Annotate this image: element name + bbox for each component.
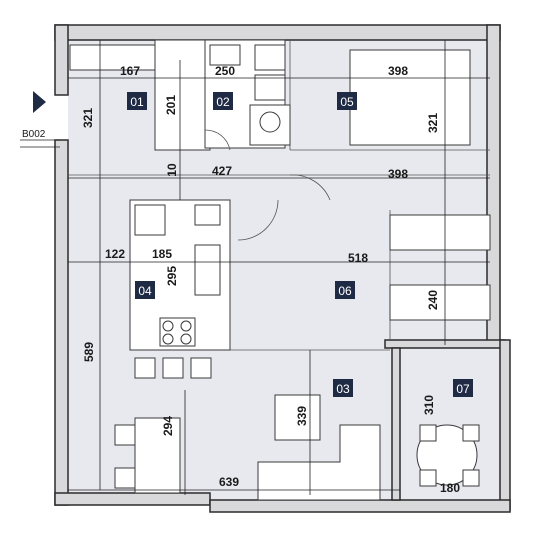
dimension-label: 310: [422, 395, 436, 415]
armchair: [274, 394, 321, 441]
room-label-box: [337, 92, 357, 110]
dimension-label: 180: [440, 481, 460, 495]
room-label-05: 05: [337, 92, 357, 110]
room-label-07: 07: [453, 379, 473, 397]
room-label-box: [135, 281, 155, 299]
shower-drain-icon: [259, 111, 281, 133]
sink: [194, 244, 221, 296]
bedside-table: [254, 44, 286, 71]
terrace-chair: [462, 424, 480, 442]
room-label-02: 02: [213, 92, 233, 110]
washbasin: [209, 44, 241, 66]
furniture: [69, 44, 491, 501]
dimension-label: 201: [164, 95, 178, 115]
room-number: 03: [336, 382, 350, 396]
terrace-chair: [419, 469, 437, 487]
dining-table: [134, 417, 181, 494]
room-labels: 01 02 05 04 06 03 07: [127, 92, 473, 397]
fridge: [134, 204, 166, 236]
hob-burner-icon: [162, 320, 174, 332]
dimension-label: 122: [105, 247, 125, 261]
dimension-label: 167: [120, 64, 140, 78]
room-number: 01: [130, 95, 144, 109]
dimension-label: 295: [165, 266, 179, 286]
room-label-04: 04: [135, 281, 155, 299]
dining-chair: [114, 424, 136, 446]
dimension-label: 294: [161, 416, 175, 436]
dimension-label: 518: [348, 251, 368, 265]
dimension-label: 398: [388, 64, 408, 78]
dimension-label: 321: [81, 108, 95, 128]
entry-notch: B002: [20, 91, 60, 148]
room-number: 04: [138, 284, 152, 298]
tv-unit: [389, 284, 491, 321]
dimension-label: 250: [215, 64, 235, 78]
dimension-label: 589: [82, 342, 96, 362]
dining-chair: [114, 467, 136, 489]
dimension-label: 185: [152, 247, 172, 261]
dining-chair: [134, 357, 156, 379]
dimension-label: 427: [212, 164, 232, 178]
sofa: [257, 424, 381, 501]
hob-burner-icon: [162, 333, 174, 345]
dining-chair: [190, 357, 212, 379]
dimension-label: 240: [426, 290, 440, 310]
room-label-box: [333, 379, 353, 397]
wc: [254, 74, 286, 101]
room-label-box: [127, 92, 147, 110]
cabinet: [194, 204, 221, 226]
entry-arrow-icon: [33, 91, 46, 113]
room-number: 02: [216, 95, 230, 109]
room-label-box: [335, 281, 355, 299]
hob-burner-icon: [180, 320, 192, 332]
room-label-06: 06: [335, 281, 355, 299]
terrace-chair: [462, 469, 480, 487]
bed: [349, 49, 471, 146]
dimension-label: 639: [219, 475, 239, 489]
room-label-box: [453, 379, 473, 397]
dimension-lines: [68, 40, 490, 495]
dimension-label: 321: [426, 113, 440, 133]
terrace-chair: [419, 424, 437, 442]
door-swings: [204, 129, 331, 241]
dimension-label: 339: [295, 406, 309, 426]
hob-burner-icon: [180, 333, 192, 345]
entry-label: B002: [22, 129, 46, 140]
dimension-label: 398: [388, 167, 408, 181]
desk: [389, 214, 491, 251]
dining-chair: [162, 357, 184, 379]
room-label-03: 03: [333, 379, 353, 397]
wardrobe: [69, 44, 156, 71]
room-label-box: [213, 92, 233, 110]
room-label-01: 01: [127, 92, 147, 110]
dimension-label: 10: [165, 163, 179, 177]
dimension-labels: 167 250 398 321 201 321 10 427 398 122 185 518 295 24…: [81, 64, 460, 495]
room-number: 06: [338, 284, 352, 298]
room-number: 07: [456, 382, 470, 396]
room-number: 05: [340, 95, 354, 109]
